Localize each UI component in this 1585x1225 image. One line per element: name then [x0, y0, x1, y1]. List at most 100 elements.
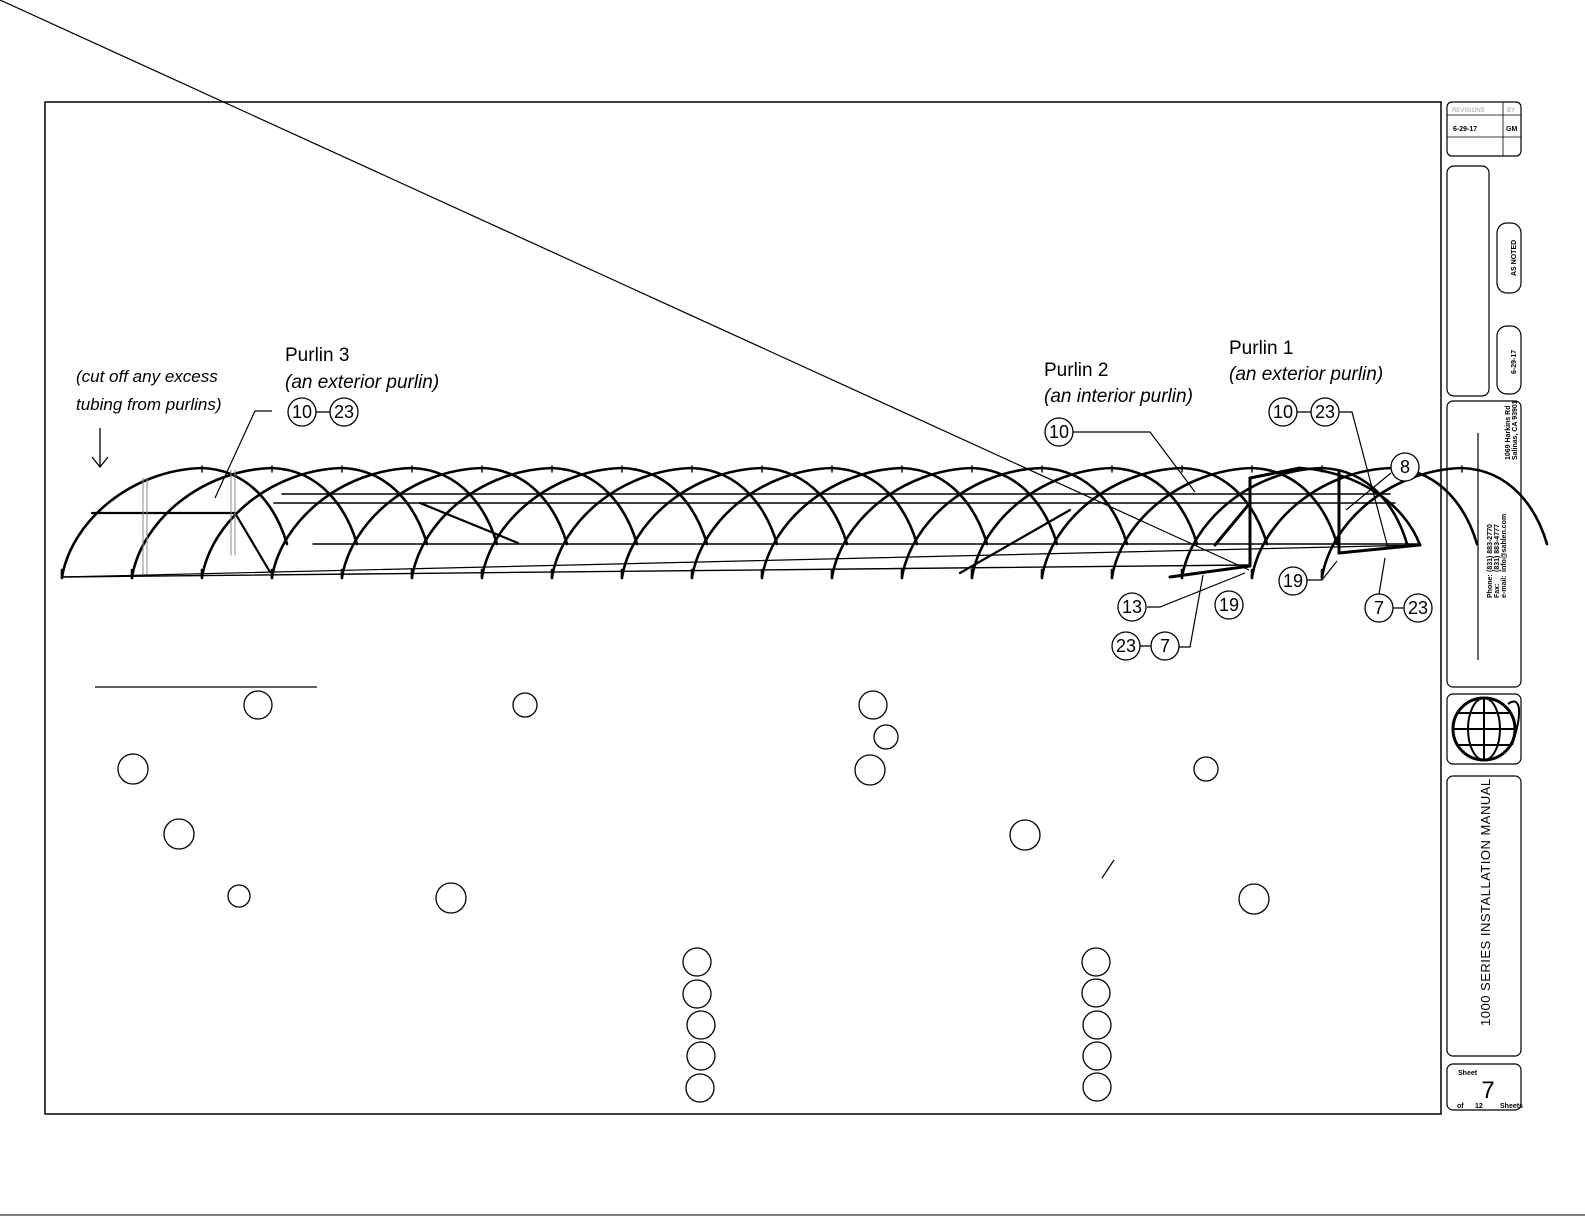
empty-part-circle [854, 754, 886, 786]
sheet-label: Sheet [1458, 1070, 1478, 1077]
callout-text: 19 [1283, 571, 1303, 591]
front-bow [1040, 466, 1184, 579]
callout-19-left: 19 [1214, 590, 1244, 620]
callout-8: 8 [1390, 452, 1420, 482]
date-box [1496, 325, 1522, 395]
purlin-2-title: Purlin 2 [1044, 360, 1108, 381]
empty-part-circle [873, 724, 899, 750]
front-base-rail [61, 564, 1249, 578]
note-cut-off-tubing: (cut off any excess tubing from purlins) [76, 367, 222, 469]
purlin-3-subtitle: (an exterior purlin) [285, 372, 439, 393]
empty-part-circle [1081, 947, 1111, 977]
callout-text: 8 [1400, 457, 1410, 477]
callout-bubbles: 10 23 10 10 23 8 19 19 [287, 397, 1433, 661]
callout-text: 23 [334, 402, 354, 422]
empty-part-circle [686, 1010, 716, 1040]
callout-text: 7 [1160, 636, 1170, 656]
address-line-2: Salinas, CA 93901 [1512, 400, 1519, 460]
greenhouse-frame [60, 465, 1549, 580]
end-wall-sill-heavy [1168, 564, 1252, 579]
front-bow [690, 466, 834, 579]
diagonal-base-line [61, 544, 1421, 578]
callout-7-bottom: 7 [1150, 631, 1180, 661]
revisions-box [1446, 101, 1522, 157]
callout-23-purlin1: 23 [1310, 397, 1340, 427]
callout-7-right: 7 [1364, 593, 1394, 623]
of-total: 12 [1475, 1103, 1483, 1110]
arrow-down-icon [91, 456, 109, 469]
empty-part-circle [243, 690, 273, 720]
callout-text: 23 [1315, 402, 1335, 422]
front-bow [340, 466, 484, 579]
callout-text: 13 [1122, 597, 1142, 617]
fax-label: Fax: [1494, 584, 1501, 598]
diagonal-brace-front [233, 511, 272, 574]
empty-part-circle [685, 1073, 715, 1103]
purlin-2-subtitle: (an interior purlin) [1044, 386, 1193, 407]
purlin-3-title: Purlin 3 [285, 345, 349, 366]
callout-text: 10 [1049, 422, 1069, 442]
front-bow [760, 466, 904, 579]
note-line-2: tubing from purlins) [76, 395, 222, 414]
callout-10-purlin2: 10 [1044, 417, 1074, 447]
sheet-number: 7 [1481, 1077, 1494, 1104]
revisions-label: REVISIONS [1452, 108, 1485, 114]
date-value: 6-29-17 [1511, 350, 1518, 374]
empty-part-circle [1238, 883, 1270, 915]
drawing-border [44, 101, 1442, 1115]
front-bow [130, 466, 274, 579]
front-bow [1320, 466, 1464, 579]
empty-part-circle [117, 753, 149, 785]
empty-part-circle [1082, 1010, 1112, 1040]
callout-23-purlin3: 23 [329, 397, 359, 427]
front-bow [830, 466, 974, 579]
fax-value: (831) 883-4777 [1494, 524, 1501, 572]
front-bow [270, 466, 414, 579]
end-wall-top-heavy [1248, 466, 1302, 480]
end-bow [1298, 466, 1422, 547]
empty-part-circle [1082, 1072, 1112, 1102]
stray-mark [1101, 859, 1115, 879]
title-block: REVISIONS BY 6-29-17 GM AS NOTED 6-29-17… [1446, 101, 1523, 1111]
callout-text: 7 [1374, 598, 1384, 618]
callout-text: 23 [1116, 636, 1136, 656]
callout-23-right: 23 [1403, 593, 1433, 623]
empty-part-circle [227, 884, 251, 908]
empty-part-circle [512, 692, 538, 718]
purlin-1-subtitle: (an exterior purlin) [1229, 364, 1383, 385]
callout-10-purlin3: 10 [287, 397, 317, 427]
diagonal-brace-left [418, 501, 520, 545]
empty-part-circle [163, 818, 195, 850]
parts-list-circles [117, 690, 1270, 1103]
purlin-1-title: Purlin 1 [1229, 338, 1293, 359]
company-box [1446, 400, 1522, 688]
logo-box [1446, 693, 1522, 765]
phone-value: (831) 883-2770 [1487, 524, 1494, 572]
callout-13: 13 [1117, 592, 1147, 622]
manual-title: 1000 SERIES INSTALLATION MANUAL [1478, 778, 1493, 1026]
scale-box [1496, 222, 1522, 294]
scale-value: AS NOTED [1511, 240, 1518, 276]
drawn-box [1446, 165, 1490, 397]
sheet-box [1446, 1063, 1522, 1111]
email-value: info@sahlen.com [1501, 514, 1508, 572]
title-box [1446, 775, 1522, 1057]
empty-part-circle [686, 1041, 716, 1071]
empty-part-circle [858, 690, 888, 720]
address-line-1: 1069 Harkins Rd [1505, 406, 1512, 460]
front-bow [1180, 466, 1324, 579]
revision-by: GM [1506, 126, 1517, 133]
front-bow [410, 466, 554, 579]
of-label: of [1457, 1103, 1464, 1110]
front-bow [620, 466, 764, 579]
by-label: BY [1507, 108, 1515, 114]
front-bow [550, 466, 694, 579]
callout-19-right: 19 [1278, 566, 1308, 596]
revision-date: 6-29-17 [1453, 126, 1477, 133]
front-bow [970, 466, 1114, 579]
front-bow [60, 466, 204, 579]
empty-part-circle [1081, 978, 1111, 1008]
empty-part-circle [435, 882, 467, 914]
phone-label: Phone: [1487, 574, 1494, 598]
